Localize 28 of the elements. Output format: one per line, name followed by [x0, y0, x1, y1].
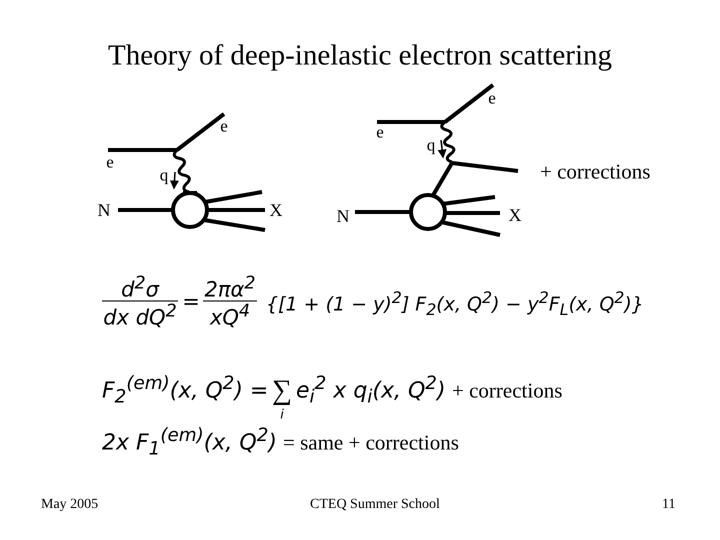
equation-term: dx dQ$^{2}$ — [103, 304, 177, 328]
page-number: 11 — [662, 498, 676, 512]
equation-term: = same + corrections — [283, 432, 459, 454]
equation-term: = — [182, 292, 200, 312]
footer-text: May 2005 — [41, 498, 98, 512]
equation-term: F$_{2}$$^{(em)}$(x, Q$^{2}$) = — [102, 374, 268, 408]
equation-term: xQ$^{4}$ — [210, 304, 250, 328]
particle-label: e — [106, 154, 114, 170]
equation-term: {[1 + (1 − y)$^{2}$] F$_{2}$(x, Q$^{2}$) − y$^{2}$F$_{L}$(x, Q$^{2}$)} — [266, 290, 644, 318]
equation-term: d$^{2}$σ — [121, 276, 159, 300]
particle-label: q — [426, 136, 436, 154]
summation-sign: ∑ — [272, 377, 292, 405]
particle-label: q — [160, 166, 168, 184]
equation-term: + corrections — [452, 380, 562, 402]
equation-term: 2x F$_{1}$$^{(em)}$(x, Q$^{2}$) — [102, 426, 277, 460]
slide-title: Theory of deep-inelastic electron scattering — [108, 42, 612, 70]
note-text: + corrections — [540, 162, 650, 182]
particle-label: e — [376, 124, 384, 140]
particle-label: e — [488, 90, 496, 106]
equation-term: e$_{i}$$^{2}$ x q$_{i}$(x, Q$^{2}$) — [296, 374, 446, 408]
footer-text: CTEQ Summer School — [310, 498, 440, 512]
particle-label: X — [270, 201, 282, 219]
equation-term: 2πα$^{2}$ — [204, 276, 256, 300]
particle-label: X — [508, 206, 522, 224]
particle-label: N — [98, 201, 110, 219]
equation-term: i — [280, 408, 284, 422]
particle-label: N — [336, 207, 350, 225]
particle-label: e — [220, 118, 228, 134]
